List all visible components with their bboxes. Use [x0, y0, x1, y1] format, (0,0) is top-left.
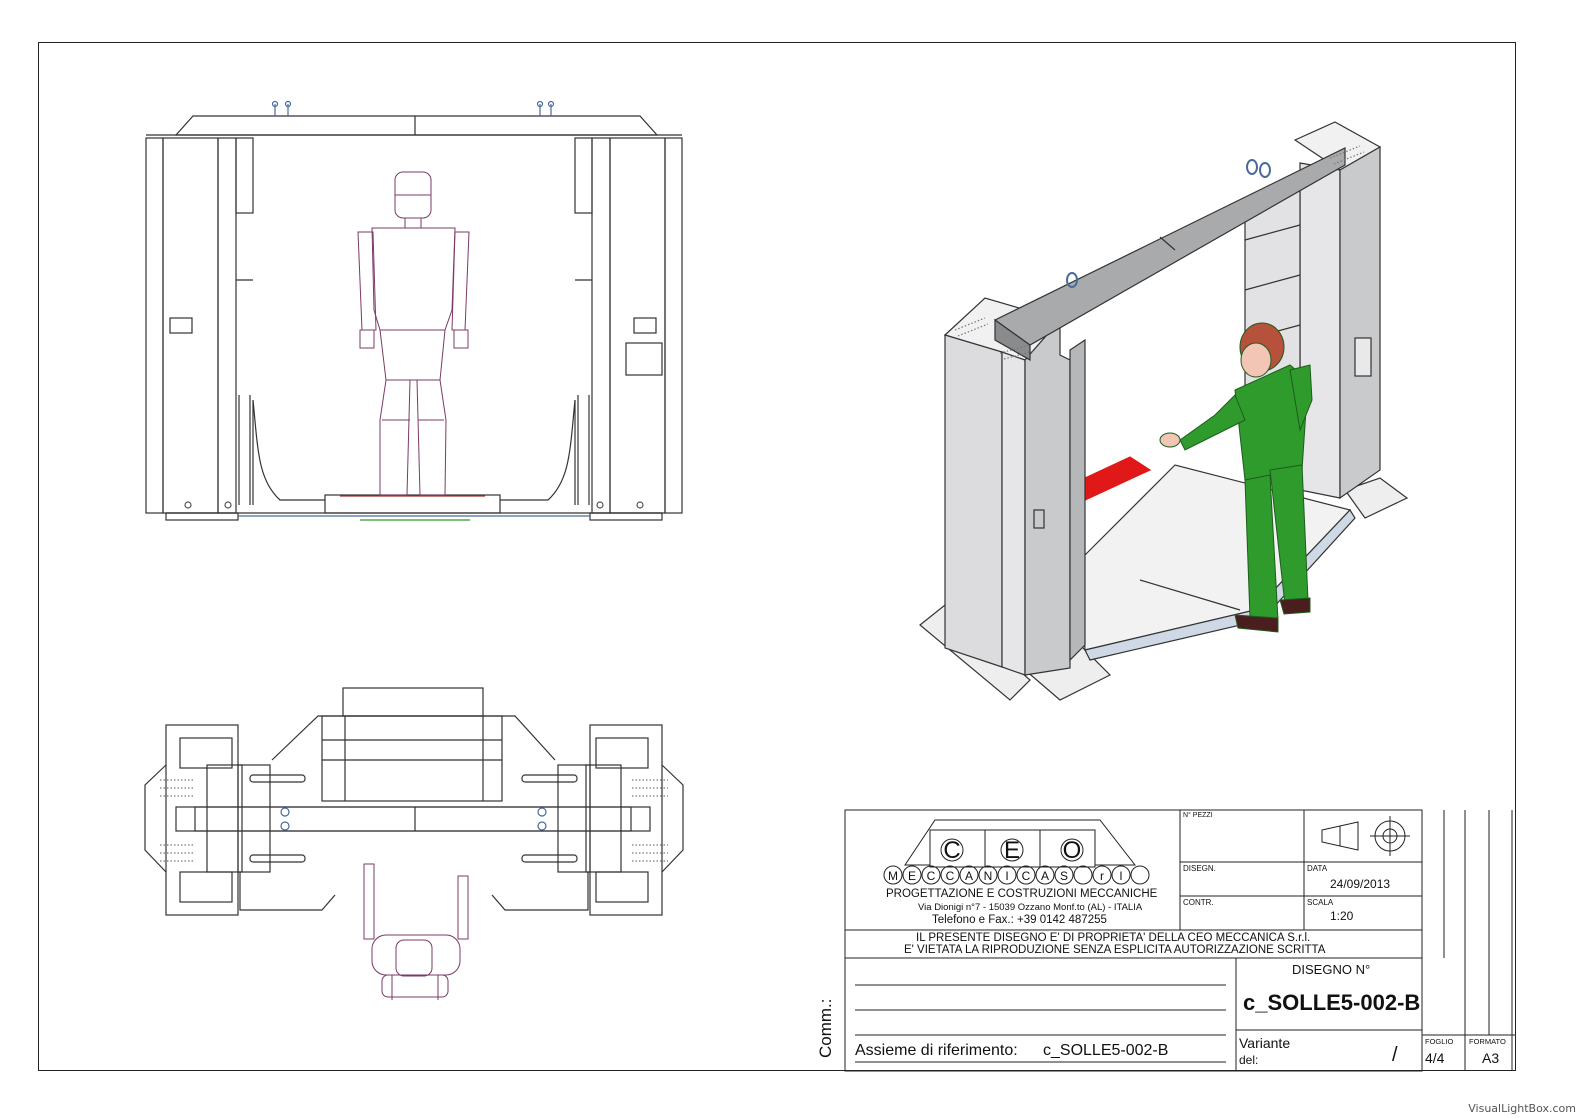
logo-chain-letter: r: [1100, 869, 1104, 883]
logo-chain-letter: A: [965, 869, 973, 883]
logo-chain-letter: C: [927, 869, 936, 883]
variante-slash: /: [1392, 1044, 1398, 1066]
logo-chain-letter: A: [1041, 869, 1049, 883]
ownership-notice-line2: E' VIETATA LA RIPRODUZIONE SENZA ESPLICI…: [904, 944, 1326, 956]
company-phone: Telefono e Fax.: +39 0142 487255: [932, 914, 1107, 926]
foglio-value: 4/4: [1425, 1050, 1445, 1066]
formato-value: A3: [1482, 1050, 1500, 1066]
ceo-logo-icon: [904, 819, 1137, 868]
logo-chain-letter: S: [1060, 869, 1068, 883]
formato-label: FORMATO: [1469, 1037, 1506, 1046]
assieme-value: c_SOLLE5-002-B: [1043, 1042, 1169, 1059]
front-human-figure: [357, 171, 470, 496]
variante-label: Variante: [1239, 1035, 1291, 1051]
company-tagline: PROGETTAZIONE E COSTRUZIONI MECCANICHE: [886, 888, 1158, 900]
logo-chain-letter: N: [984, 869, 993, 883]
logo-chain-letter: l: [1120, 869, 1123, 883]
contr-label: CONTR.: [1183, 898, 1214, 907]
pezzi-label: N° PEZZI: [1183, 812, 1213, 819]
drawing-sheet-border: [38, 42, 1516, 1071]
iso-operator-figure: [1159, 322, 1313, 633]
logo-letter-e: E: [1004, 837, 1020, 864]
foglio-label: FOGLIO: [1425, 1037, 1454, 1046]
company-address: Via Dionigi n°7 - 15039 Ozzano Monf.to (…: [918, 902, 1143, 913]
logo-chain-letter: I: [1005, 869, 1008, 883]
ownership-notice-line1: IL PRESENTE DISEGNO E' DI PROPRIETA' DEL…: [916, 932, 1311, 944]
logo-chain-letter: E: [908, 869, 916, 883]
front-left-column: [145, 137, 325, 514]
top-human-figure: [363, 863, 469, 1000]
disegn-label: DISEGN.: [1183, 864, 1216, 873]
logo-letter-c: C: [943, 837, 960, 864]
scala-value: 1:20: [1330, 909, 1354, 923]
front-view: [145, 100, 683, 521]
watermark: VisualLightBox.com: [1468, 1102, 1576, 1115]
data-value: 24/09/2013: [1330, 877, 1391, 891]
logo-chain-circles: [883, 865, 1150, 885]
logo-chain-letter: C: [946, 869, 955, 883]
comm-label: Comm.:: [816, 998, 835, 1059]
assieme-label: Assieme di riferimento:: [855, 1042, 1018, 1059]
data-label: DATA: [1307, 864, 1328, 873]
logo-chain-letter: C: [1022, 869, 1031, 883]
disegno-label: DISEGNO N°: [1292, 962, 1371, 977]
logo-letter-o: O: [1063, 837, 1082, 864]
top-view: [144, 687, 684, 916]
logo-chain-letter: M: [888, 869, 898, 883]
drawing-number: c_SOLLE5-002-B: [1243, 990, 1421, 1015]
front-lifting-eyes: [271, 100, 555, 116]
projection-symbol-icon: [1321, 816, 1410, 856]
scala-label: SCALA: [1307, 898, 1334, 907]
del-label: del:: [1239, 1053, 1259, 1067]
